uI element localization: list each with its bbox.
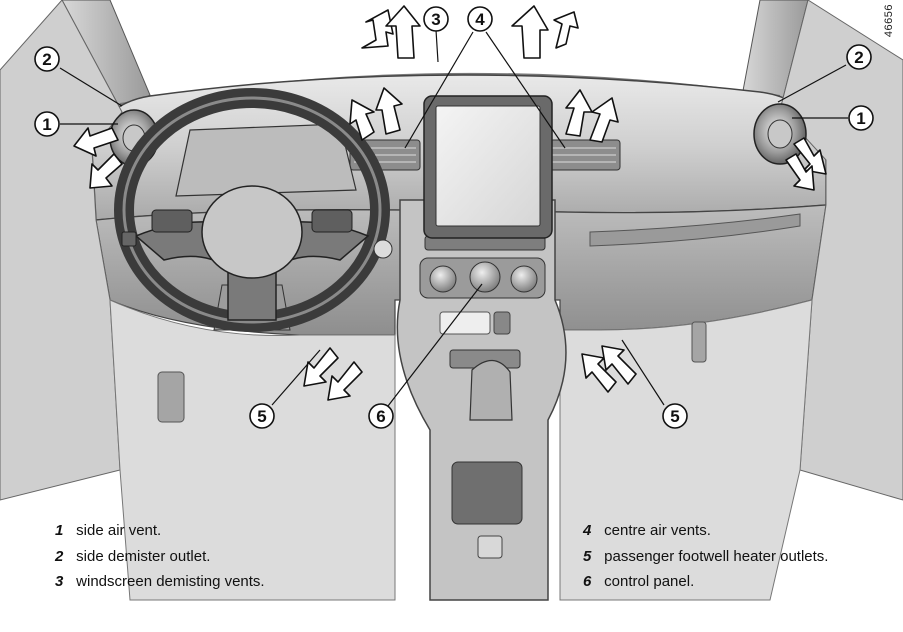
pedal-left <box>157 371 185 423</box>
arrow-side-right-b <box>785 153 815 191</box>
legend-number: 2 <box>55 547 64 565</box>
callout-5-right: 5 <box>662 403 688 429</box>
legend-item-1: 1 side air vent. <box>55 518 265 544</box>
legend-number: 5 <box>583 547 592 565</box>
legend-left-column: 1 side air vent. 2 side demister outlet.… <box>55 518 265 595</box>
arrow-side-left-a <box>73 127 119 157</box>
arrow-footwell-right-b <box>601 345 637 385</box>
arrow-footwell-right-a <box>581 353 617 393</box>
callout-6: 6 <box>368 403 394 429</box>
arrow-footwell-left-b <box>327 361 363 401</box>
arrow-centre-right-b <box>589 97 619 143</box>
svg-text:3: 3 <box>431 10 440 29</box>
arrow-side-left-b <box>89 153 123 189</box>
control-knob-centre <box>469 261 501 293</box>
arrow-windscreen-right-large <box>511 5 549 59</box>
arrow-footwell-left-a <box>303 347 339 387</box>
glovebox-line <box>589 213 801 247</box>
legend-item-3: 3 windscreen demisting vents. <box>55 569 265 595</box>
usb-panel <box>439 311 491 335</box>
svg-text:1: 1 <box>856 109 865 128</box>
callout-1-left: 1 <box>34 111 60 137</box>
legend-item-6: 6 control panel. <box>583 569 828 595</box>
left-side-panel <box>0 0 123 501</box>
legend-text: passenger footwell heater outlets. <box>604 547 829 565</box>
instrument-cluster <box>175 123 357 197</box>
arrow-windscreen-right-small <box>553 11 579 49</box>
callout-2-right: 2 <box>846 44 872 70</box>
leader-6 <box>387 283 483 407</box>
svg-text:1: 1 <box>42 115 51 134</box>
legend-number: 3 <box>55 573 64 590</box>
leader-5-right <box>621 339 665 406</box>
arrow-centre-right-a <box>565 89 593 137</box>
callout-4: 4 <box>467 6 493 32</box>
arrow-windscreen-left-small <box>361 9 394 49</box>
leader-2-right <box>777 64 847 103</box>
legend-number: 6 <box>583 573 592 590</box>
socket <box>493 311 511 335</box>
svg-text:2: 2 <box>854 48 863 67</box>
svg-text:5: 5 <box>670 407 679 426</box>
legend-number: 1 <box>55 522 64 539</box>
svg-text:6: 6 <box>376 407 385 426</box>
leader-4-left <box>404 31 474 149</box>
side-vent-right <box>753 103 807 165</box>
callout-5-left: 5 <box>249 403 275 429</box>
arrow-centre-left-a <box>349 99 375 141</box>
leader-3 <box>435 29 439 63</box>
callout-1-right: 1 <box>848 105 874 131</box>
start-button <box>373 239 393 259</box>
steering-wheel <box>114 88 390 332</box>
arrow-side-right-a <box>793 137 827 175</box>
legend-text: centre air vents. <box>604 522 711 539</box>
dash-switch <box>121 231 137 247</box>
legend-text: side demister outlet. <box>76 547 211 565</box>
legend-item-5: 5 passenger footwell heater outlets. <box>583 544 828 570</box>
leader-5-left <box>271 349 321 406</box>
svg-text:5: 5 <box>257 407 266 426</box>
right-side-panel <box>779 0 903 501</box>
leader-lines <box>59 29 848 407</box>
arrow-windscreen-left-large <box>385 5 421 59</box>
svg-text:2: 2 <box>42 50 51 69</box>
control-knob-left <box>429 265 457 293</box>
gear-selector <box>469 359 513 421</box>
arrow-centre-left-b <box>375 87 403 135</box>
legend-right-column: 4 centre air vents. 5 passenger footwell… <box>583 518 828 595</box>
callout-3: 3 <box>423 6 449 32</box>
leader-2-left <box>59 67 123 107</box>
console-button <box>477 535 503 559</box>
legend-text: control panel. <box>604 573 695 590</box>
legend-number: 4 <box>583 522 592 539</box>
svg-text:4: 4 <box>475 10 485 29</box>
callout-2-left: 2 <box>34 46 60 72</box>
legend-text: windscreen demisting vents. <box>76 573 265 590</box>
legend-item-2: 2 side demister outlet. <box>55 544 265 570</box>
legend-text: side air vent. <box>76 522 162 539</box>
legend-item-4: 4 centre air vents. <box>583 518 828 544</box>
pedal-right <box>691 321 707 363</box>
figure-reference-number: 46656 <box>883 4 895 38</box>
leader-4-right <box>485 31 566 149</box>
storage-tray <box>451 461 523 525</box>
control-knob-right <box>510 265 538 293</box>
airflow-arrows <box>73 5 827 401</box>
touchscreen-display <box>435 105 541 227</box>
centre-vent-right <box>547 139 621 171</box>
